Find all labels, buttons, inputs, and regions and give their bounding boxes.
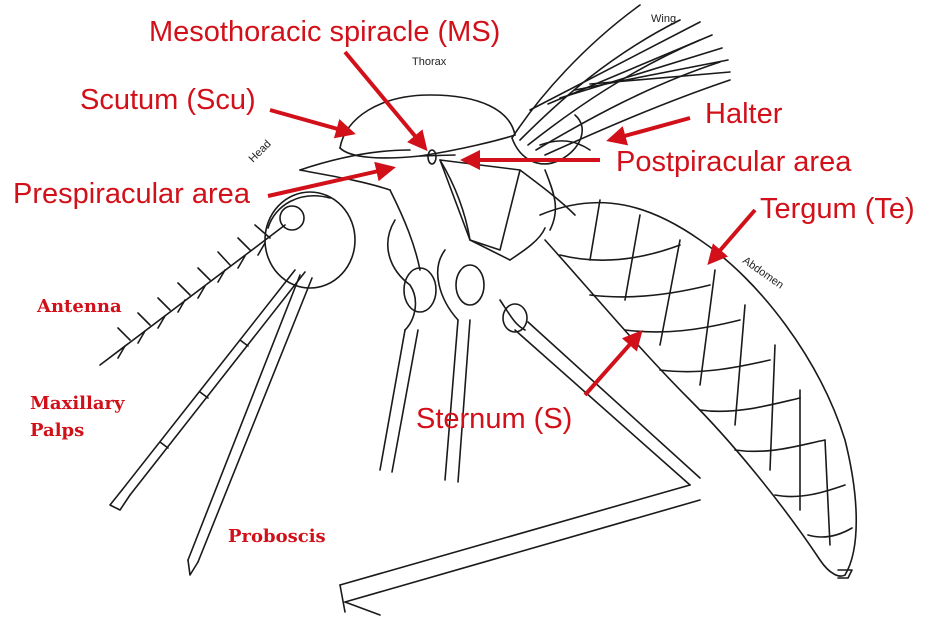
label-antenna: Antenna — [37, 298, 122, 316]
arrow-prespiracular — [268, 168, 392, 196]
label-maxillary-palps-line2: Palps — [30, 422, 84, 440]
arrow-scutum — [270, 110, 352, 133]
head — [265, 192, 355, 288]
head-label: Head — [247, 138, 274, 165]
label-mesothoracic-spiracle: Mesothoracic spiracle (MS) — [149, 18, 500, 47]
abdomen — [540, 200, 856, 578]
wing-label: Wing — [651, 13, 676, 25]
thorax — [300, 95, 590, 270]
label-proboscis: Proboscis — [228, 528, 326, 546]
wing — [512, 5, 730, 164]
maxillary-palps — [110, 270, 305, 510]
label-tergum: Tergum (Te) — [760, 195, 915, 224]
label-sternum: Sternum (S) — [416, 405, 572, 434]
thorax-label: Thorax — [412, 56, 447, 68]
label-prespiracular-area: Prespiracular area — [13, 180, 250, 209]
label-halter: Halter — [705, 100, 782, 129]
arrow-sternum — [585, 333, 640, 395]
abdomen-label: Abdomen — [740, 255, 785, 292]
label-postpiracular-area: Postpiracular area — [616, 148, 851, 177]
label-maxillary-palps-line1: Maxillary — [30, 395, 124, 413]
label-scutum: Scutum (Scu) — [80, 86, 256, 115]
antenna — [100, 225, 285, 365]
